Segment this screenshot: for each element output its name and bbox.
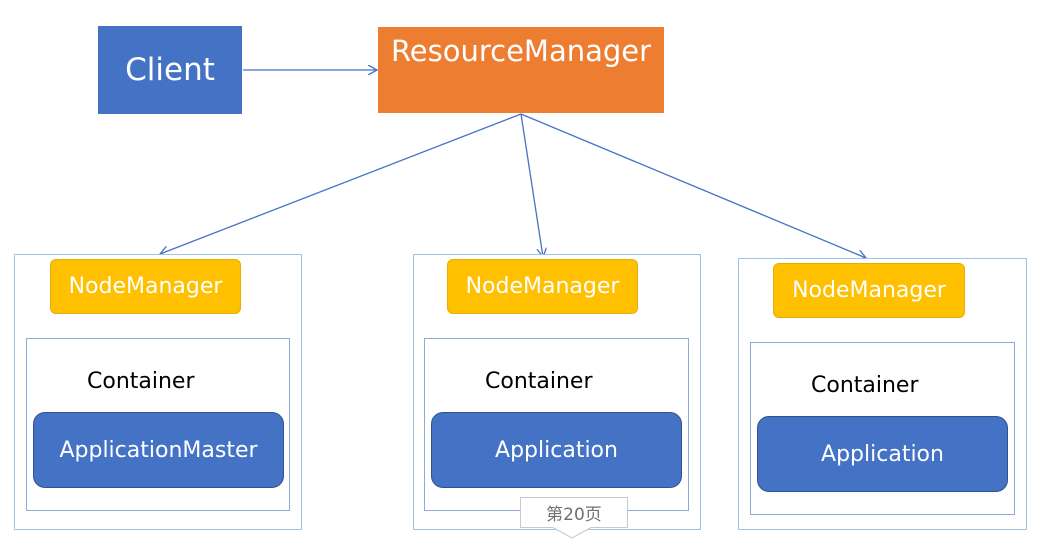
resource-manager-box: ResourceManager bbox=[378, 27, 664, 113]
client-box: Client bbox=[98, 26, 242, 114]
node-manager-3: NodeManager bbox=[773, 263, 965, 318]
container-label: Container bbox=[811, 373, 919, 398]
node-manager-label: NodeManager bbox=[68, 274, 223, 299]
application-box-3: Application bbox=[757, 416, 1008, 492]
node-manager-2: NodeManager bbox=[447, 259, 638, 314]
arrow-rm-to-node-3 bbox=[520, 113, 866, 258]
resource-manager-label: ResourceManager bbox=[390, 34, 652, 68]
application-label: Application bbox=[495, 437, 618, 463]
page-number-badge: 第20页 bbox=[520, 497, 628, 528]
application-master-box: ApplicationMaster bbox=[33, 412, 284, 488]
container-label: Container bbox=[87, 369, 195, 394]
client-label: Client bbox=[125, 52, 215, 88]
arrow-rm-to-node-1 bbox=[160, 113, 522, 254]
node-manager-label: NodeManager bbox=[792, 278, 946, 303]
page-badge-pointer bbox=[552, 527, 592, 539]
arrow-rm-to-node-2 bbox=[520, 113, 543, 257]
node-manager-1: NodeManager bbox=[50, 259, 241, 314]
application-label: Application bbox=[821, 441, 944, 467]
container-label: Container bbox=[485, 369, 593, 394]
node-manager-label: NodeManager bbox=[465, 274, 620, 299]
page-number-label: 第20页 bbox=[546, 505, 602, 525]
application-master-label: ApplicationMaster bbox=[59, 437, 258, 463]
application-box-2: Application bbox=[431, 412, 682, 488]
